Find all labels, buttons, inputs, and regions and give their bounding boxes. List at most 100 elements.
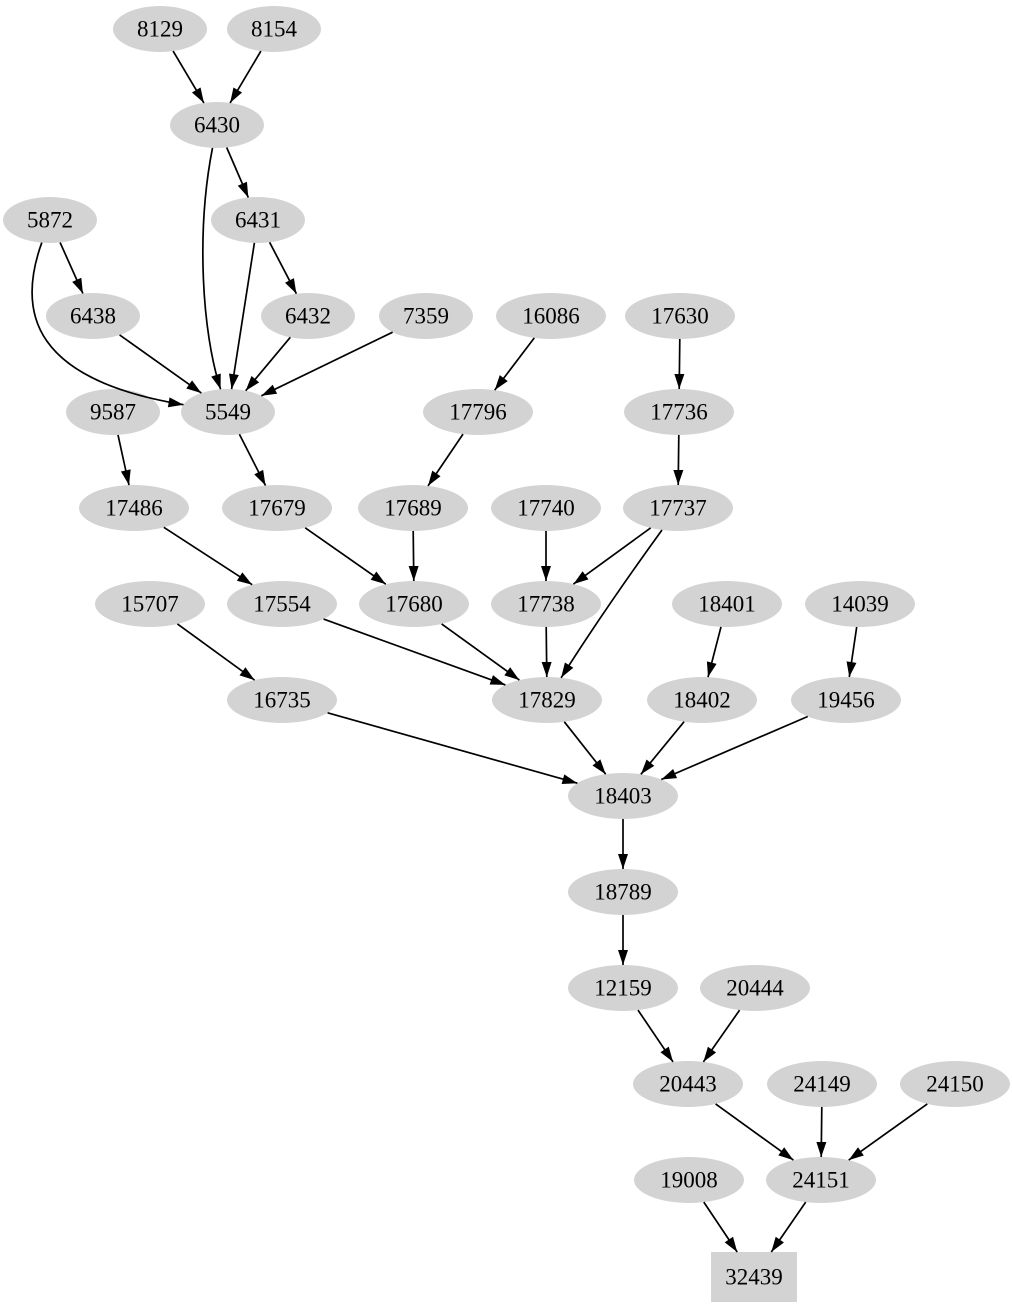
node-label: 16086 — [522, 304, 580, 329]
nodes-layer: 8129 8154 6430 5872 6431 6438 6432 7359 16086 176… — [3, 6, 1010, 1302]
edge-24150-24151 — [848, 1103, 928, 1161]
node-ellipse-shape — [379, 293, 473, 339]
node-label: 5872 — [27, 208, 73, 233]
node-label: 20444 — [726, 976, 784, 1001]
edge-7359-5549 — [261, 331, 393, 397]
node-label: 15707 — [121, 592, 179, 617]
node-ellipse-shape — [767, 1061, 877, 1107]
edge-17689-17680 — [408, 530, 419, 582]
node-ellipse-shape — [623, 485, 733, 531]
node-label: 18402 — [673, 688, 731, 713]
node-20444: 20444 — [700, 965, 810, 1011]
edge-17630-17736 — [674, 338, 685, 390]
node-17554: 17554 — [227, 581, 337, 627]
node-17630: 17630 — [625, 293, 735, 339]
node-label: 17796 — [449, 400, 507, 425]
edge-17554-17829 — [323, 618, 506, 686]
node-ellipse-shape — [227, 677, 337, 723]
edge-16086-17796 — [494, 337, 535, 391]
edge-17680-17829 — [441, 623, 520, 681]
node-ellipse-shape — [46, 293, 140, 339]
node-label: 6431 — [235, 208, 281, 233]
node-6430: 6430 — [170, 102, 264, 148]
node-ellipse-shape — [222, 485, 332, 531]
node-label: 18403 — [594, 784, 652, 809]
edge-24149-24151 — [816, 1106, 827, 1158]
node-label: 17737 — [649, 496, 707, 521]
edge-6432-5549 — [245, 336, 291, 392]
edge-17486-17554 — [163, 526, 253, 586]
node-label: 17740 — [517, 496, 575, 521]
node-24151: 24151 — [766, 1157, 876, 1203]
node-ellipse-shape — [79, 485, 189, 531]
node-ellipse-shape — [261, 293, 355, 339]
node-ellipse-shape — [672, 581, 782, 627]
edge-17737-17738 — [572, 527, 652, 585]
node-17680: 17680 — [359, 581, 469, 627]
node-ellipse-shape — [492, 677, 602, 723]
node-label: 18401 — [698, 592, 756, 617]
edge-15707-16735 — [176, 623, 256, 681]
node-label: 12159 — [594, 976, 652, 1001]
node-label: 17630 — [651, 304, 709, 329]
node-8129: 8129 — [113, 6, 207, 52]
node-ellipse-shape — [496, 293, 606, 339]
node-16735: 16735 — [227, 677, 337, 723]
edge-12159-20443 — [637, 1009, 674, 1063]
node-ellipse-shape — [170, 102, 264, 148]
node-ellipse-shape — [358, 485, 468, 531]
node-5549: 5549 — [181, 389, 275, 435]
node-ellipse-shape — [625, 293, 735, 339]
edge-18402-18403 — [640, 721, 685, 775]
edge-24151-32439 — [770, 1201, 807, 1253]
node-19008: 19008 — [634, 1157, 744, 1203]
edge-18401-18402 — [706, 626, 722, 678]
node-label: 7359 — [403, 304, 449, 329]
node-12159: 12159 — [568, 965, 678, 1011]
node-ellipse-shape — [359, 581, 469, 627]
node-label: 17486 — [105, 496, 163, 521]
node-label: 17679 — [248, 496, 306, 521]
node-17737: 17737 — [623, 485, 733, 531]
edge-6431-5549 — [228, 242, 256, 390]
node-6438: 6438 — [46, 293, 140, 339]
node-ellipse-shape — [805, 581, 915, 627]
edge-6438-5549 — [119, 334, 202, 394]
node-label: 17554 — [253, 592, 311, 617]
node-label: 18789 — [594, 880, 652, 905]
node-17736: 17736 — [624, 389, 734, 435]
node-ellipse-shape — [700, 965, 810, 1011]
node-ellipse-shape — [766, 1157, 876, 1203]
node-ellipse-shape — [211, 197, 305, 243]
edge-17737-17829 — [560, 529, 663, 679]
edge-20444-20443 — [702, 1009, 741, 1063]
node-ellipse-shape — [181, 389, 275, 435]
node-ellipse-shape — [227, 6, 321, 52]
node-ellipse-shape — [113, 6, 207, 52]
node-24150: 24150 — [900, 1061, 1010, 1107]
node-15707: 15707 — [95, 581, 205, 627]
node-label: 17680 — [385, 592, 443, 617]
node-ellipse-shape — [634, 1157, 744, 1203]
edge-17679-17680 — [304, 527, 387, 585]
node-label: 6432 — [285, 304, 331, 329]
node-17740: 17740 — [491, 485, 601, 531]
edges-layer — [31, 50, 928, 1253]
node-label: 9587 — [90, 400, 136, 425]
node-ellipse-shape — [423, 389, 533, 435]
node-8154: 8154 — [227, 6, 321, 52]
edge-9587-17486 — [117, 434, 131, 486]
edge-6430-6431 — [225, 147, 250, 198]
edge-20443-24151 — [715, 1103, 794, 1161]
node-7359: 7359 — [379, 293, 473, 339]
edge-19456-18403 — [660, 715, 809, 781]
node-6432: 6432 — [261, 293, 355, 339]
node-ellipse-shape — [491, 581, 601, 627]
node-ellipse-shape — [227, 581, 337, 627]
node-label: 8129 — [137, 17, 183, 42]
node-label: 8154 — [251, 17, 298, 42]
node-17679: 17679 — [222, 485, 332, 531]
node-ellipse-shape — [66, 389, 160, 435]
node-label: 20443 — [659, 1072, 717, 1097]
